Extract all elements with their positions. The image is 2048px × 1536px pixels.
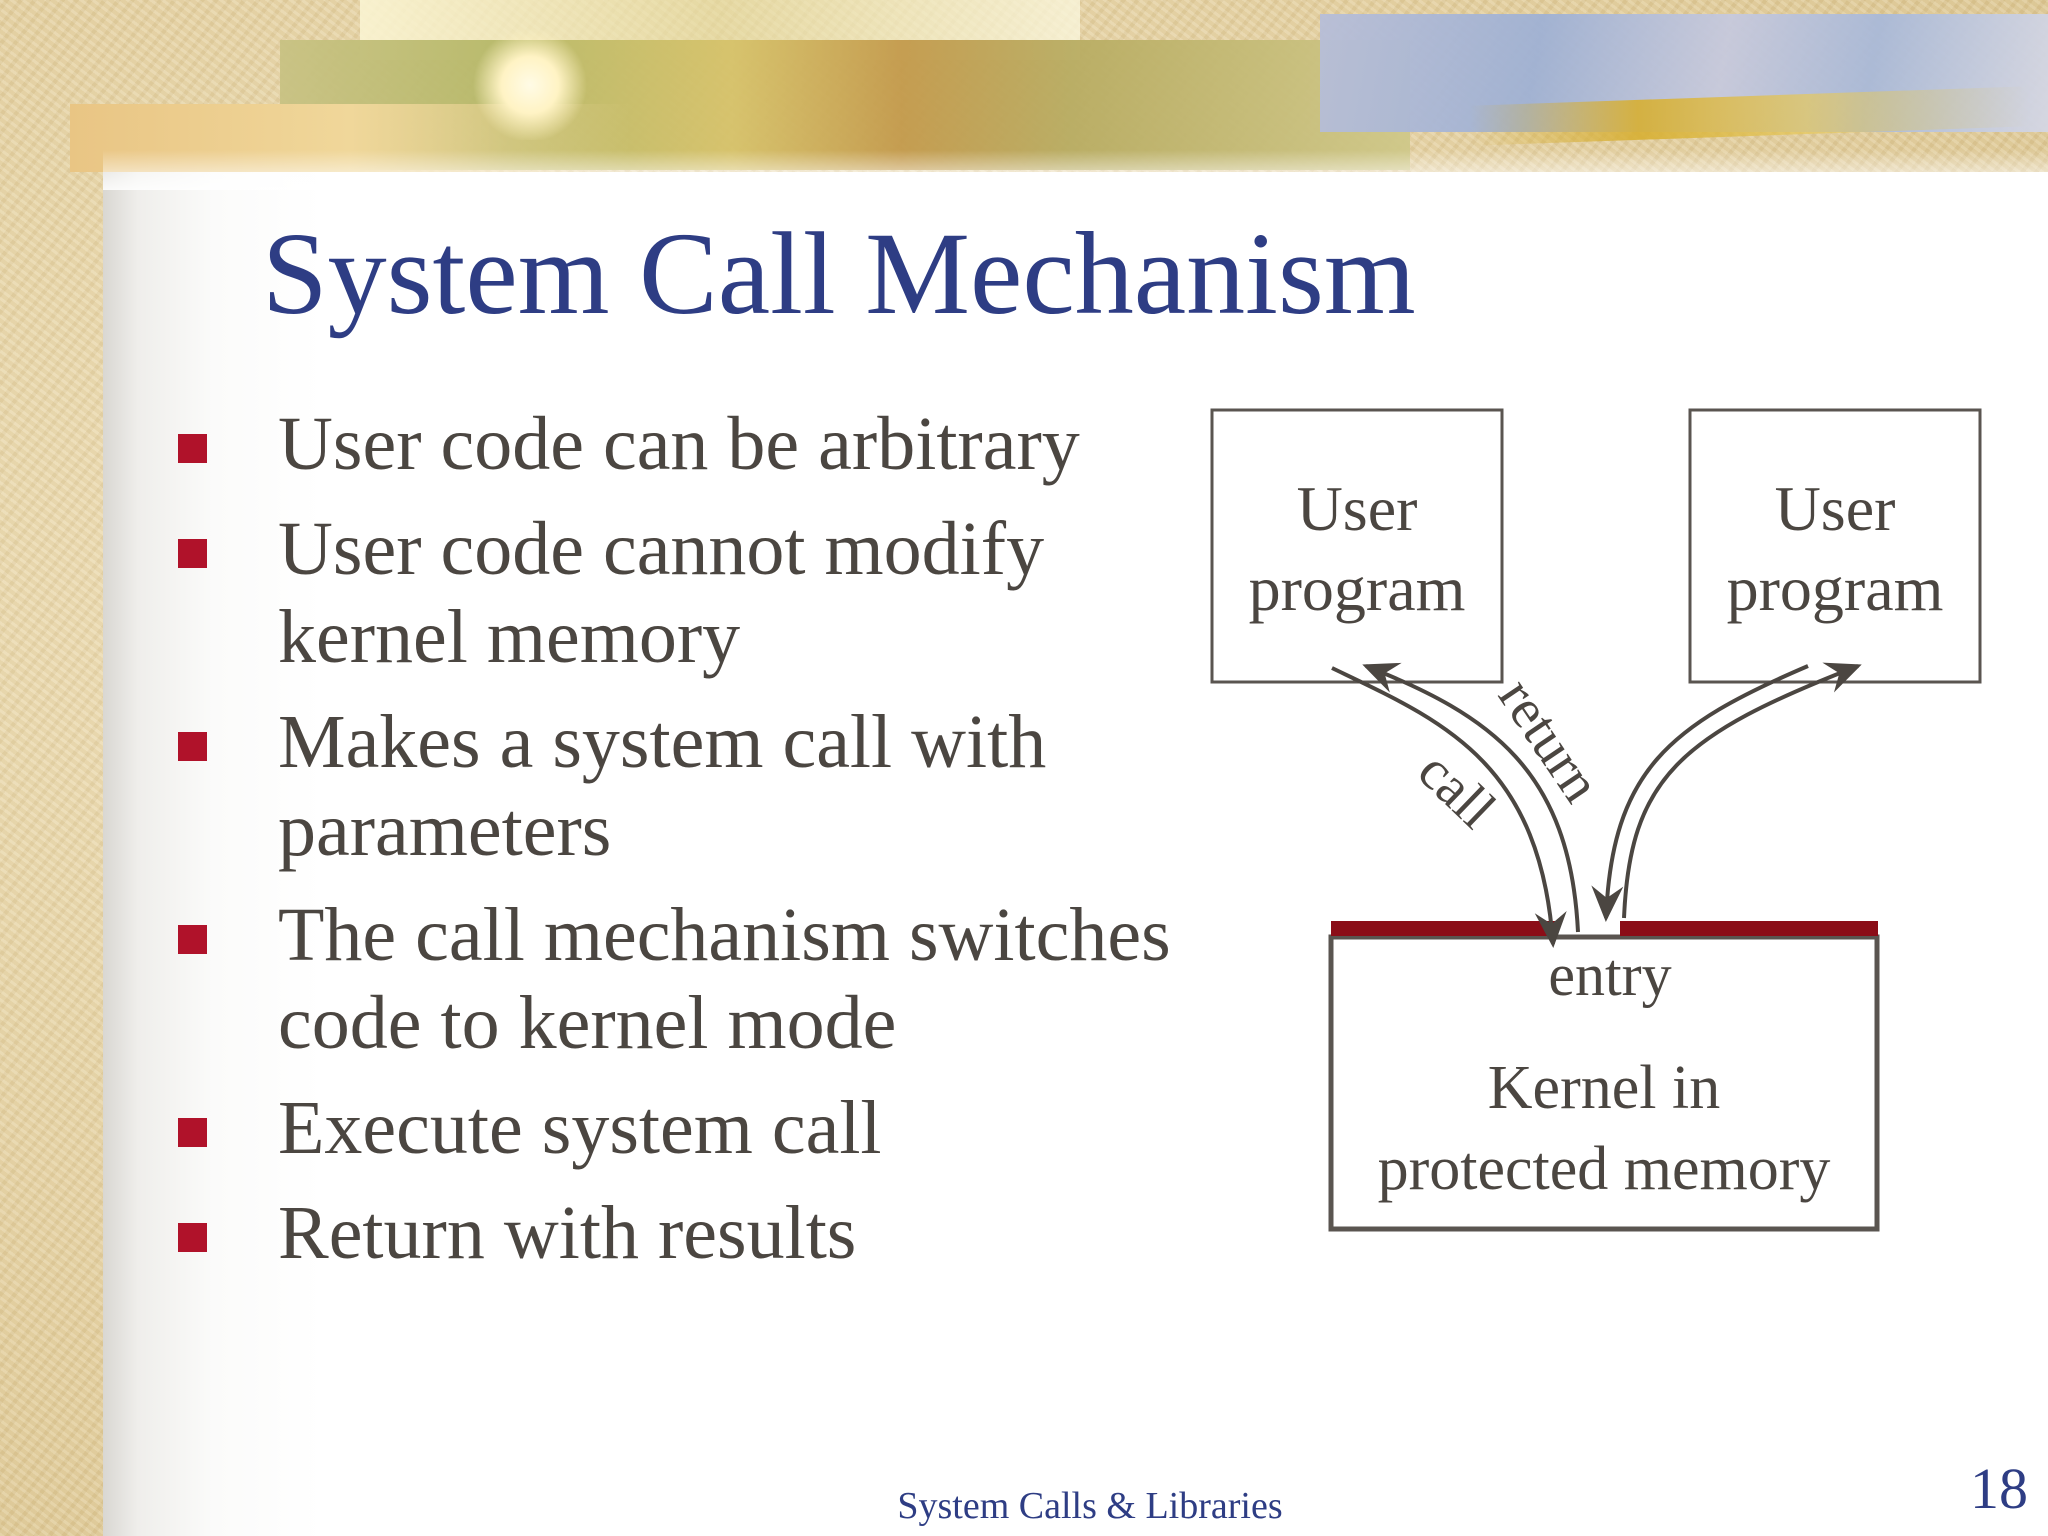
return-arrow-right — [1622, 662, 1862, 919]
kernel-gate-bar-left — [1331, 921, 1555, 936]
bullet-item: User code cannot modify kernel memory — [176, 505, 1226, 681]
bullet-text: Return with results — [278, 1191, 857, 1275]
bullet-square-icon — [178, 1223, 207, 1252]
call-label: call — [1406, 740, 1507, 841]
kernel-box-line1: Kernel in — [1488, 1054, 1720, 1122]
user-program-box-left: User program — [1210, 408, 1504, 684]
bullet-text: Makes a system call with parameters — [278, 700, 1047, 872]
bullet-item: The call mechanism switches code to kern… — [176, 891, 1226, 1067]
bullet-square-icon — [178, 925, 207, 954]
bullet-text: The call mechanism switches code to kern… — [278, 893, 1171, 1065]
bullet-item: Return with results — [176, 1189, 1226, 1277]
bullet-item: User code can be arbitrary — [176, 400, 1226, 488]
bullet-text: Execute system call — [278, 1086, 882, 1170]
user-box-right-line2: program — [1727, 553, 1944, 624]
slide-title: System Call Mechanism — [262, 208, 1416, 339]
content-panel — [103, 172, 2048, 1536]
bullet-item: Makes a system call with parameters — [176, 698, 1226, 874]
bullet-list: User code can be arbitrary User code can… — [176, 400, 1226, 1294]
bullet-item: Execute system call — [176, 1084, 1226, 1172]
bullet-square-icon — [178, 434, 207, 463]
system-call-diagram: User program User program entry Kernel i… — [1210, 408, 1982, 1232]
call-arrow-right — [1591, 664, 1809, 922]
user-box-left-line1: User — [1297, 473, 1418, 544]
kernel-gate-bar-right — [1620, 921, 1878, 936]
entry-label: entry — [1548, 942, 1671, 1008]
footer-text: System Calls & Libraries — [897, 1485, 1283, 1527]
kernel-box-line2: protected memory — [1378, 1135, 1831, 1203]
kernel-box: entry Kernel in protected memory — [1328, 921, 1880, 1232]
bullet-square-icon — [178, 1118, 207, 1147]
bullet-text: User code can be arbitrary — [278, 402, 1080, 486]
user-program-box-right: User program — [1688, 408, 1982, 684]
user-box-left-line2: program — [1249, 553, 1466, 624]
bullet-square-icon — [178, 732, 207, 761]
return-arrow — [1362, 662, 1580, 933]
bullet-square-icon — [178, 539, 207, 568]
decorative-banner-image — [70, 0, 2048, 172]
bullet-text: User code cannot modify kernel memory — [278, 507, 1045, 679]
panel-top-shade — [103, 150, 2048, 190]
page-number: 18 — [1970, 1456, 2028, 1521]
user-box-right-line1: User — [1775, 473, 1896, 544]
